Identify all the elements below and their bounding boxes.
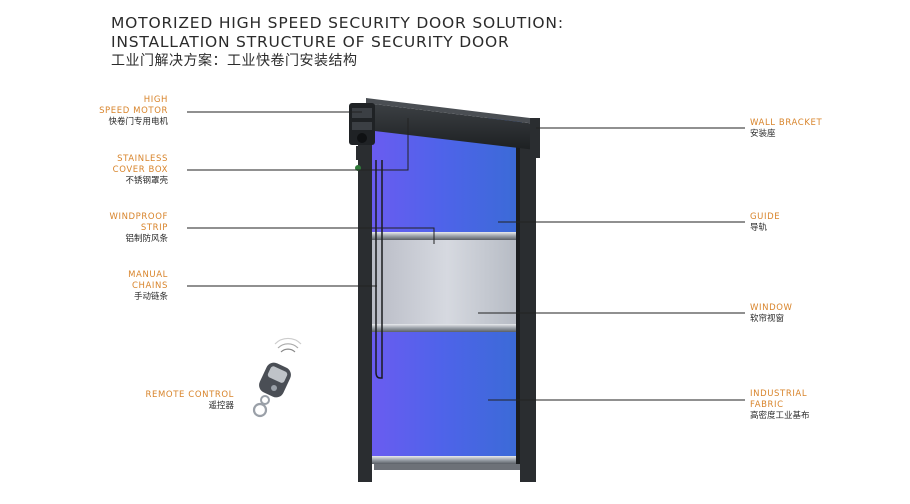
- label-window: WINDOW 软帘视窗: [750, 303, 793, 325]
- label-remote-en: REMOTE CONTROL: [145, 390, 234, 400]
- label-industrial-fabric: INDUSTRIAL FABRIC 高密度工业基布: [750, 389, 810, 422]
- guide-right-inner: [516, 145, 520, 465]
- bottom-bar: [372, 456, 522, 464]
- label-bracket-zh: 安装座: [750, 129, 776, 139]
- label-windproof-strip: WINDPROOF STRIP 铝制防风条: [109, 212, 168, 245]
- callout-cover: [187, 118, 409, 171]
- label-motor-en-2: SPEED MOTOR: [99, 106, 168, 116]
- callout-strip: [187, 227, 435, 244]
- cover-box-front: [366, 103, 536, 150]
- label-chains-zh: 手动链条: [133, 292, 168, 302]
- cover-box: [366, 98, 540, 158]
- window-panel: [372, 240, 522, 328]
- label-guide-zh: 导轨: [750, 223, 768, 233]
- label-strip-en-1: WINDPROOF: [109, 212, 168, 222]
- motor: [349, 103, 375, 171]
- callout-lines: [187, 111, 745, 401]
- label-cover-en-1: STAINLESS: [117, 154, 168, 164]
- label-strip-zh: 铝制防风条: [125, 234, 168, 244]
- label-cover-en-2: COVER BOX: [112, 165, 168, 175]
- label-bracket-en: WALL BRACKET: [750, 118, 823, 128]
- base-sill: [374, 464, 520, 470]
- manual-chain: [375, 160, 383, 379]
- title-line-2: INSTALLATION STRUCTURE OF SECURITY DOOR: [111, 33, 510, 51]
- label-guide: GUIDE 导轨: [750, 212, 780, 234]
- guide-left: [358, 118, 372, 482]
- label-fabric-en-1: INDUSTRIAL: [750, 389, 808, 399]
- label-chains-en-2: CHAINS: [131, 281, 168, 291]
- label-chains-en-1: MANUAL: [128, 270, 168, 280]
- cover-box-end: [530, 118, 540, 158]
- title-block: MOTORIZED HIGH SPEED SECURITY DOOR SOLUT…: [111, 14, 564, 71]
- remote-control-icon: [252, 337, 302, 418]
- label-cover-zh: 不锈钢罩壳: [125, 176, 168, 186]
- title-line-1: MOTORIZED HIGH SPEED SECURITY DOOR SOLUT…: [111, 14, 564, 32]
- cover-box-top: [366, 98, 536, 124]
- label-motor-en-1: HIGH: [143, 95, 168, 105]
- label-motor-zh: 快卷门专用电机: [108, 117, 168, 127]
- label-high-speed-motor: HIGH SPEED MOTOR 快卷门专用电机: [99, 95, 168, 128]
- strip-mid-bar: [372, 324, 522, 332]
- label-manual-chains: MANUAL CHAINS 手动链条: [128, 270, 168, 303]
- label-window-zh: 软帘视窗: [750, 314, 785, 324]
- label-fabric-en-2: FABRIC: [750, 400, 784, 410]
- label-remote-zh: 遥控器: [208, 401, 234, 411]
- strip-top-bar: [372, 232, 522, 240]
- fabric-lower: [372, 332, 522, 458]
- label-remote-control: REMOTE CONTROL 遥控器: [146, 390, 234, 412]
- label-wall-bracket: WALL BRACKET 安装座: [750, 118, 822, 140]
- label-strip-en-2: STRIP: [140, 223, 168, 233]
- label-fabric-zh: 高密度工业基布: [750, 411, 810, 421]
- label-guide-en: GUIDE: [750, 212, 781, 222]
- title-line-3: 工业门解决方案：工业快卷门安装结构: [111, 53, 358, 69]
- label-stainless-cover-box: STAINLESS COVER BOX 不锈钢罩壳: [113, 154, 168, 187]
- label-window-en: WINDOW: [750, 303, 793, 313]
